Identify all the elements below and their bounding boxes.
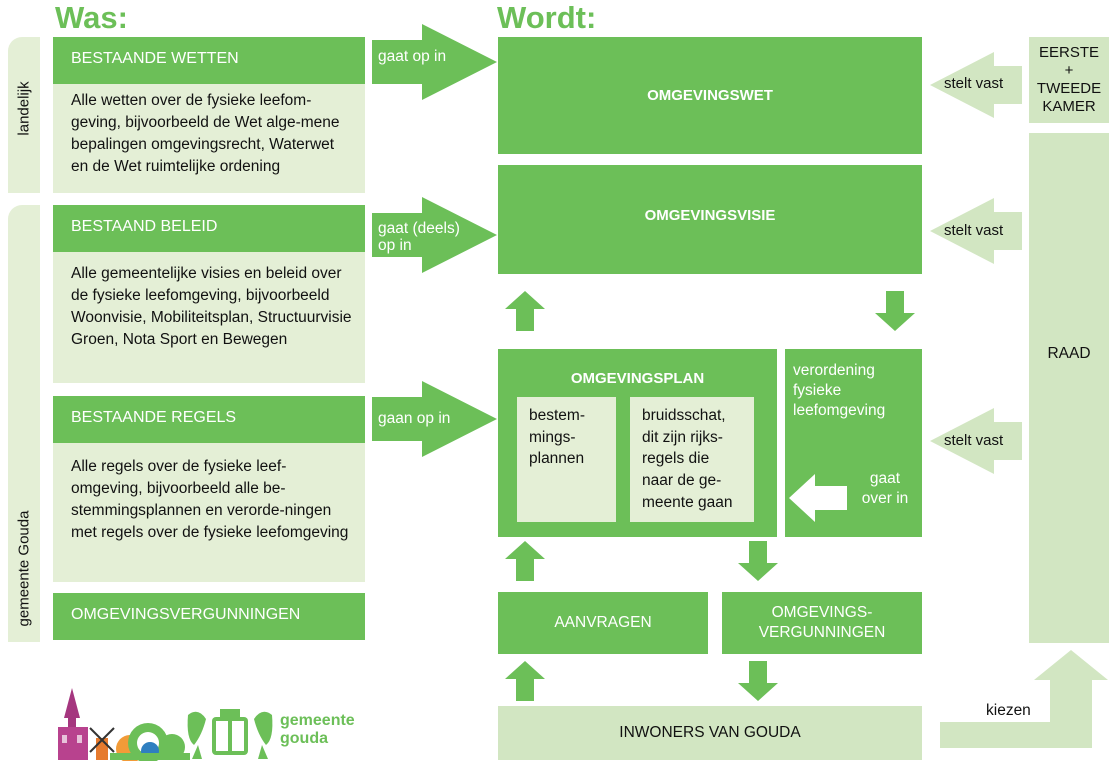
- arrow-gaat-op-in: [372, 24, 497, 100]
- box-bestemmingsplannen: bestem-mings-plannen: [517, 397, 616, 522]
- arrow-down-vergunningen-to-inwoners: [738, 661, 778, 701]
- label-gaat-deels-op-in: gaat (deels) op in: [378, 220, 460, 255]
- box-aanvragen: AANVRAGEN: [498, 592, 708, 654]
- was-block-regels: BESTAANDE REGELS Alle regels over de fys…: [53, 396, 365, 582]
- label-stelt-vast-visie: stelt vast: [944, 222, 1004, 239]
- was-title-wetten: BESTAANDE WETTEN: [53, 37, 365, 84]
- side-bar-national: landelijk: [8, 37, 40, 193]
- side-label-national: landelijk: [15, 81, 33, 136]
- wordt-heading: Wordt:: [497, 0, 597, 35]
- was-title-regels: BESTAANDE REGELS: [53, 396, 365, 443]
- label-kiezen: kiezen: [986, 702, 1031, 719]
- was-block-beleid: BESTAAND BELEID Alle gemeentelijke visie…: [53, 205, 365, 383]
- was-heading: Was:: [55, 0, 128, 35]
- box-inwoners: INWONERS VAN GOUDA: [498, 706, 922, 760]
- gouda-skyline-logo: [58, 688, 190, 761]
- arrow-left-gaat-over-in: [789, 474, 847, 522]
- gaat-over-in-label: gaat over in: [861, 470, 909, 508]
- box-raad: RAAD: [1029, 133, 1109, 643]
- arrow-stelt-vast-wet: [930, 52, 1022, 118]
- arrow-down-visie-to-verordening: [875, 291, 915, 331]
- arrow-gaat-deels-op-in: [372, 197, 497, 273]
- arrow-stelt-vast-visie: [930, 198, 1022, 264]
- gouda-coat-of-arms: [187, 709, 273, 759]
- label-gaat-op-in: gaat op in: [378, 48, 447, 65]
- box-bruidsschat: bruidsschat, dit zijn rijks-regels die n…: [630, 397, 754, 522]
- side-label-municipal: gemeente Gouda: [15, 510, 33, 627]
- was-body-wetten: Alle wetten over de fysieke leefom-gevin…: [71, 92, 340, 175]
- arrow-gaan-op-in: [372, 381, 497, 457]
- label-gaan-op-in: gaan op in: [378, 410, 451, 427]
- box-omgevingsvergunningen: OMGEVINGS-VERGUNNINGEN: [722, 592, 922, 654]
- was-title-beleid: BESTAAND BELEID: [53, 205, 365, 252]
- omgevingsplan-title: OMGEVINGSPLAN: [570, 370, 705, 387]
- raad-label: RAAD: [1047, 345, 1091, 362]
- arrow-up-inwoners-to-aanvragen: [505, 661, 545, 701]
- was-body-regels: Alle regels over de fysieke leef-omgevin…: [71, 458, 349, 541]
- logo-text: gemeente gouda: [280, 712, 355, 748]
- label-stelt-vast-wet: stelt vast: [944, 75, 1004, 92]
- box-omgevingswet: OMGEVINGSWET: [498, 37, 922, 154]
- arrow-up-aanvragen-to-plan: [505, 541, 545, 581]
- was-title-vergunningen: OMGEVINGSVERGUNNINGEN: [53, 593, 365, 640]
- label-stelt-vast-plan: stelt vast: [944, 432, 1004, 449]
- arrow-up-plan-to-visie: [505, 291, 545, 331]
- box-verordening: verordening fysieke leefomgeving gaat ov…: [785, 349, 922, 537]
- box-omgevingsplan: OMGEVINGSPLAN bestem-mings-plannen bruid…: [498, 349, 777, 537]
- verordening-label: verordening fysieke leefomgeving: [793, 362, 886, 420]
- was-block-wetten: BESTAANDE WETTEN Alle wetten over de fys…: [53, 37, 365, 193]
- side-bar-municipal: gemeente Gouda: [8, 205, 40, 642]
- was-body-beleid: Alle gemeentelijke visies en beleid over…: [71, 265, 352, 348]
- box-kamer: EERSTE + TWEEDE KAMER: [1029, 37, 1109, 123]
- box-omgevingsvisie: OMGEVINGSVISIE: [498, 165, 922, 274]
- arrow-down-plan-to-vergunningen: [738, 541, 778, 581]
- arrow-stelt-vast-plan: [930, 408, 1022, 474]
- arrow-kiezen: [940, 650, 1108, 748]
